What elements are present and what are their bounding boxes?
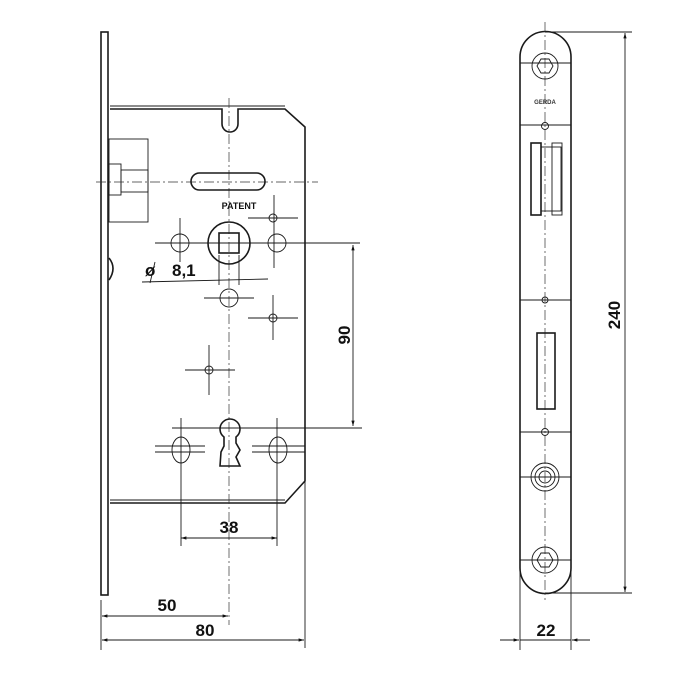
keyhole — [172, 418, 362, 467]
front-faceplate: GERDA — [519, 22, 572, 600]
dimension-50: 50 — [100, 596, 228, 650]
dimension-90: 90 — [335, 245, 355, 426]
side-faceplate — [100, 31, 109, 596]
dimension-240: 240 — [545, 31, 632, 594]
spindle-dimension: ø 8,1 — [141, 255, 269, 285]
spindle-size-label: 8,1 — [172, 261, 196, 280]
deadbolt-opening — [536, 332, 556, 410]
oval-holes — [155, 418, 305, 546]
dimension-80: 80 — [102, 481, 306, 648]
diameter-symbol: ø — [145, 261, 156, 280]
spindle-hub — [155, 221, 360, 265]
brand-logo: GERDA — [534, 100, 556, 106]
label-240: 240 — [605, 301, 624, 329]
label-80: 80 — [196, 621, 215, 640]
lever-edge — [108, 257, 114, 281]
patent-label: PATENT — [222, 201, 257, 211]
slot-hole — [190, 172, 266, 191]
label-38: 38 — [220, 518, 239, 537]
label-22: 22 — [537, 621, 556, 640]
lock-body — [108, 105, 306, 504]
screw-holes — [170, 195, 298, 395]
label-90: 90 — [335, 326, 354, 345]
dimension-22: 22 — [500, 570, 590, 650]
latch-bolt — [108, 138, 149, 223]
label-50: 50 — [158, 596, 177, 615]
dimension-38: 38 — [181, 518, 277, 540]
